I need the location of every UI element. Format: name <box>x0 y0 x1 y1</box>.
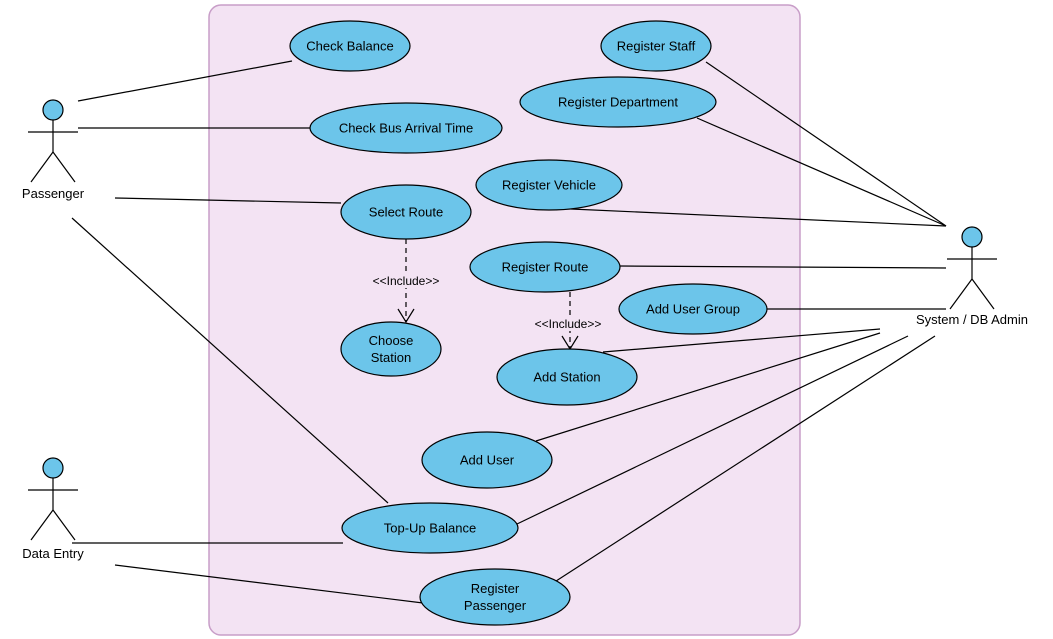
use-case-check-balance[interactable]: Check Balance <box>289 20 411 72</box>
use-case-label: Register Vehicle <box>502 178 596 193</box>
use-case-ellipse[interactable] <box>496 348 638 406</box>
actor-right-leg <box>52 509 76 541</box>
association-admin-register-staff <box>705 61 947 227</box>
open-arrow-icon <box>397 308 415 324</box>
association-passenger-top-up-balance <box>71 217 389 504</box>
use-case-label: Add User <box>460 453 515 468</box>
actor-left-leg <box>30 509 54 541</box>
use-case-ellipse[interactable] <box>618 283 768 335</box>
actor-passenger: Passenger <box>22 99 85 201</box>
include-select-route-choose-station: <<Include>> <box>362 239 450 324</box>
use-case-check-bus-arrival[interactable]: Check Bus Arrival Time <box>309 102 503 154</box>
use-case-add-station[interactable]: Add Station <box>496 348 638 406</box>
association-admin-register-vehicle <box>570 208 947 227</box>
actor-admin: System / DB Admin <box>916 226 1028 327</box>
actor-right-leg <box>52 151 76 183</box>
use-case-ellipse[interactable] <box>600 20 712 72</box>
include-label-bg <box>524 315 612 331</box>
use-case-add-user[interactable]: Add User <box>421 431 553 489</box>
use-case-label: Check Balance <box>306 39 393 54</box>
association-admin-add-user <box>535 332 881 442</box>
use-case-ellipse[interactable] <box>475 159 623 211</box>
use-case-top-up-balance[interactable]: Top-Up Balance <box>341 502 519 554</box>
use-case-ellipse[interactable] <box>341 502 519 554</box>
association-admin-register-passenger <box>552 335 936 584</box>
use-case-ellipse[interactable] <box>289 20 411 72</box>
use-case-label: Register Route <box>502 260 589 275</box>
stick-figure-icon <box>28 457 78 541</box>
stick-figure-icon <box>947 226 997 310</box>
use-case-label: Station <box>371 350 411 365</box>
include-label: <<Include>> <box>373 274 440 288</box>
use-case-label: Top-Up Balance <box>384 521 477 536</box>
actor-head <box>42 99 64 121</box>
use-case-register-department[interactable]: Register Department <box>519 76 717 128</box>
use-case-label: Register Staff <box>617 39 696 54</box>
use-case-register-staff[interactable]: Register Staff <box>600 20 712 72</box>
use-case-register-route[interactable]: Register Route <box>469 241 621 293</box>
use-case-ellipse[interactable] <box>419 568 571 626</box>
use-case-label: Register Department <box>558 95 678 110</box>
actor-head <box>961 226 983 248</box>
association-passenger-check-balance <box>77 60 293 102</box>
system-boundary <box>208 4 801 636</box>
actor-label: Data Entry <box>22 546 84 561</box>
actor-data-entry: Data Entry <box>22 457 84 561</box>
association-admin-register-route <box>619 265 947 269</box>
use-case-add-user-group[interactable]: Add User Group <box>618 283 768 335</box>
stick-figure-icon <box>28 99 78 183</box>
include-label-bg <box>362 272 450 288</box>
use-case-ellipse[interactable] <box>469 241 621 293</box>
association-admin-register-department <box>696 117 947 227</box>
actor-label: Passenger <box>22 186 85 201</box>
use-case-label: Select Route <box>369 205 443 220</box>
association-passenger-select-route <box>114 197 342 204</box>
association-admin-top-up-balance <box>516 335 909 525</box>
use-case-select-route[interactable]: Select Route <box>340 184 472 240</box>
use-case-label: Choose <box>369 333 414 348</box>
use-case-label: Check Bus Arrival Time <box>339 121 473 136</box>
use-case-label: Add User Group <box>646 302 740 317</box>
actor-left-leg <box>30 151 54 183</box>
use-case-ellipse[interactable] <box>340 321 442 377</box>
use-case-ellipse[interactable] <box>309 102 503 154</box>
actor-left-leg <box>949 278 973 310</box>
relationship-lines <box>71 60 947 604</box>
use-case-ellipse[interactable] <box>519 76 717 128</box>
actor-head <box>42 457 64 479</box>
include-relationships: <<Include>> <<Include>> <box>362 239 612 351</box>
include-register-route-add-station: <<Include>> <box>524 292 612 351</box>
actor-label: System / DB Admin <box>916 312 1028 327</box>
use-case-label: Passenger <box>464 598 527 613</box>
association-data-entry-register-passenger <box>114 564 424 604</box>
association-admin-add-station <box>602 328 881 353</box>
use-case-register-vehicle[interactable]: Register Vehicle <box>475 159 623 211</box>
include-label: <<Include>> <box>535 317 602 331</box>
use-case-label: Register <box>471 581 520 596</box>
use-case-ellipse[interactable] <box>421 431 553 489</box>
use-case-label: Add Station <box>533 370 600 385</box>
use-case-ellipse[interactable] <box>340 184 472 240</box>
actor-right-leg <box>971 278 995 310</box>
